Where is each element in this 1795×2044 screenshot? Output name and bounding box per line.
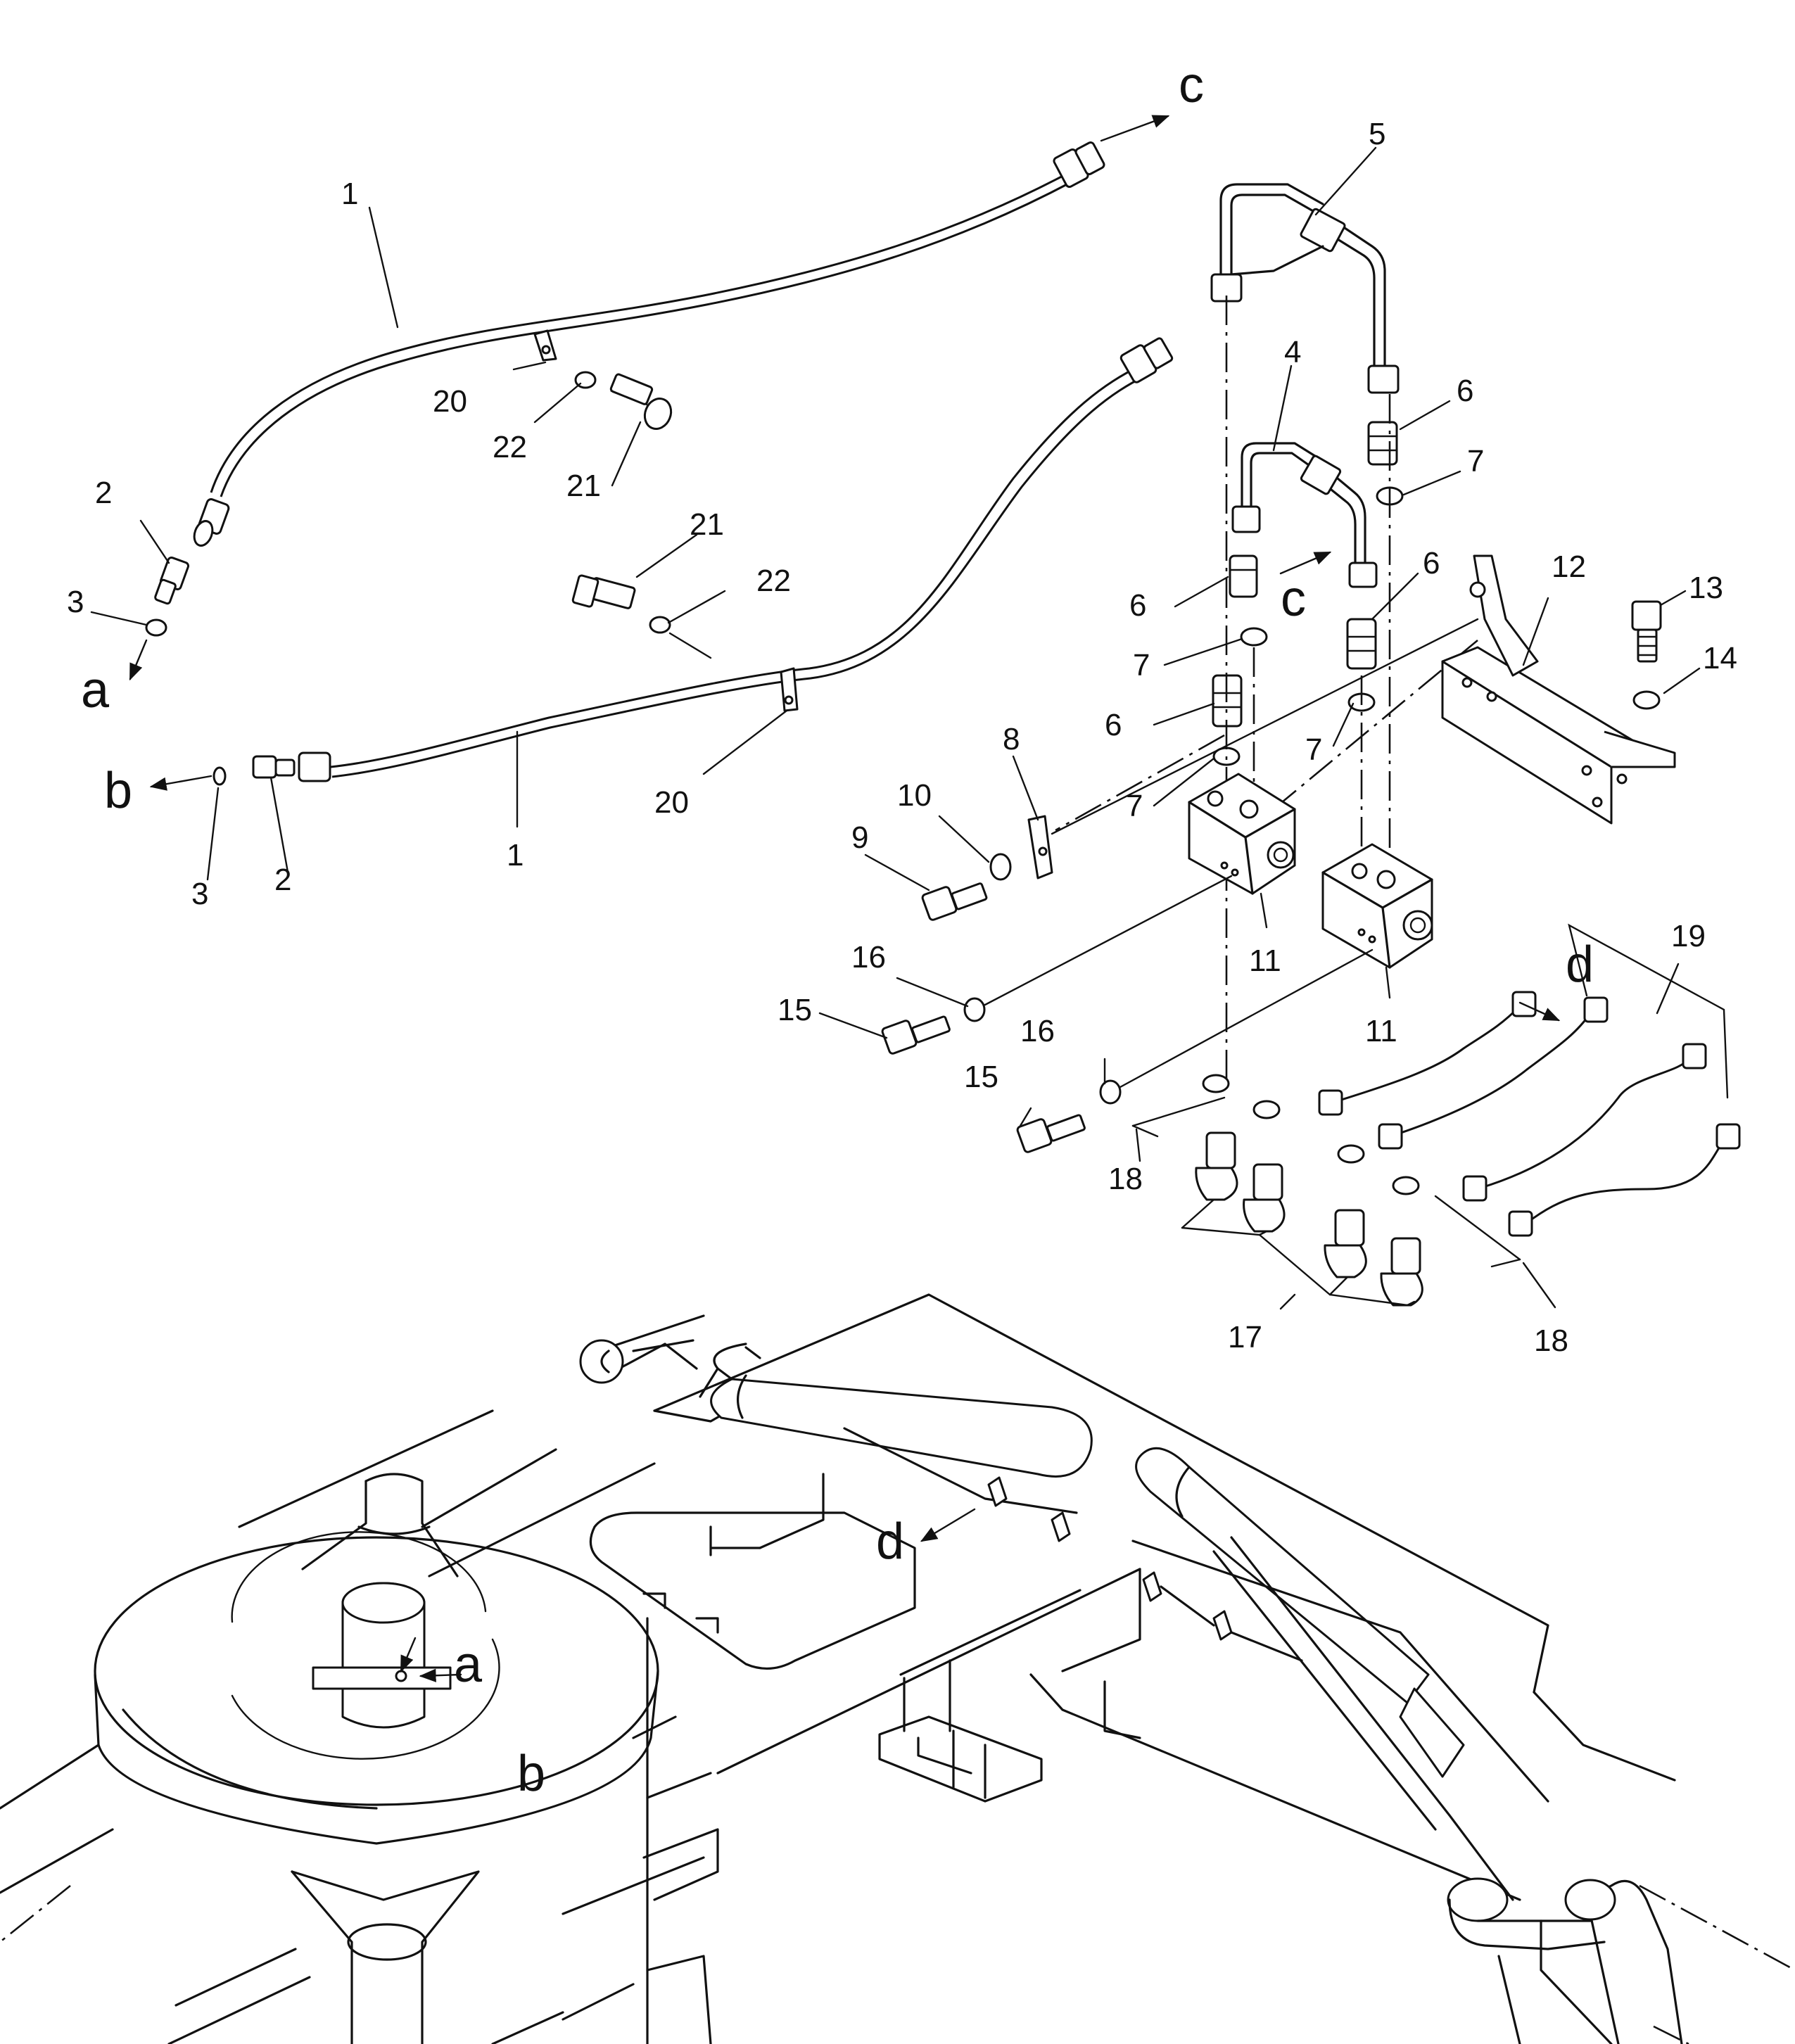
washer-16-a — [963, 997, 986, 1022]
o-ring-18-d — [1392, 1176, 1420, 1195]
callout-3-lower: 3 — [191, 877, 208, 911]
fitting-6-c — [1346, 618, 1377, 670]
connection-d-upper: d — [1566, 937, 1594, 993]
clamp-20-upper — [533, 329, 557, 362]
washer-14 — [1632, 690, 1661, 710]
callout-22-lower: 22 — [756, 564, 791, 598]
callout-15-a: 15 — [778, 993, 812, 1027]
callout-15-b: 15 — [964, 1060, 998, 1094]
elbow-17-a — [1195, 1131, 1238, 1201]
callout-6-c: 6 — [1129, 588, 1146, 623]
connection-c-upper: c — [1179, 57, 1204, 113]
cylinder-lower — [1135, 1447, 1514, 1901]
callout-13: 13 — [1689, 571, 1723, 605]
hose-upper — [193, 141, 1105, 547]
boom-pivot-hub — [579, 1339, 694, 1384]
callout-9: 9 — [851, 820, 868, 855]
callout-11-right: 11 — [1365, 1014, 1397, 1048]
hose-19-d — [1508, 1123, 1741, 1237]
hose-19-c — [1462, 1043, 1707, 1202]
o-ring-7-b — [1240, 627, 1268, 647]
washer-16-b — [1099, 1079, 1122, 1105]
bolt-13 — [1631, 600, 1662, 663]
connection-c-lower: c — [1281, 571, 1306, 627]
bolt-21-lower — [571, 574, 636, 609]
hose-lower-right-fitting — [1120, 337, 1174, 383]
callout-22-upper: 22 — [493, 430, 527, 464]
callout-7-b: 7 — [1133, 648, 1150, 683]
callout-7-c: 7 — [1305, 732, 1322, 767]
clamp-20-lower — [780, 667, 799, 712]
hose-19-a — [1318, 991, 1537, 1116]
callout-16-a: 16 — [851, 940, 886, 975]
callout-16-b: 16 — [1020, 1014, 1055, 1048]
callout-17: 17 — [1228, 1320, 1262, 1354]
callout-1-lower: 1 — [507, 838, 524, 872]
callout-21-upper: 21 — [566, 469, 601, 503]
connection-b-upper: b — [104, 763, 132, 819]
machine-frame — [238, 1293, 1676, 2044]
boom-foot — [1131, 1540, 1683, 2044]
connection-a-lower: a — [454, 1637, 483, 1693]
hose-lower-left-fitting — [252, 751, 331, 782]
callout-6-b: 6 — [1423, 546, 1440, 580]
callout-5: 5 — [1369, 117, 1385, 151]
callout-7-a: 7 — [1467, 444, 1484, 478]
callout-10: 10 — [897, 778, 932, 813]
callout-8: 8 — [1003, 722, 1020, 756]
o-ring-18-b — [1252, 1100, 1281, 1119]
callout-14: 14 — [1703, 641, 1737, 675]
hose-upper-end-fitting — [1053, 141, 1105, 189]
callout-2-upper: 2 — [95, 476, 112, 510]
callout-6-a: 6 — [1457, 374, 1473, 408]
callout-18-right: 18 — [1534, 1323, 1568, 1358]
connection-b-lower: b — [517, 1746, 545, 1802]
o-ring-3-upper — [145, 618, 167, 637]
callout-19: 19 — [1671, 919, 1706, 953]
fitting-6-a — [1367, 421, 1398, 466]
callout-20-upper: 20 — [433, 384, 467, 419]
hose-upper-left-fitting — [193, 498, 230, 547]
elbow-17-b — [1243, 1163, 1286, 1233]
callout-21-lower: 21 — [690, 507, 724, 542]
callout-3-upper: 3 — [67, 585, 84, 619]
adapter-2-upper — [154, 556, 190, 605]
callout-18-left: 18 — [1108, 1162, 1143, 1196]
valve-block-11-left — [1188, 773, 1296, 895]
o-ring-3-lower — [213, 766, 227, 786]
cylinder-upper — [699, 1342, 1093, 1542]
elbow-17-d — [1380, 1237, 1423, 1307]
tube-5 — [1210, 183, 1400, 394]
valve-block-11-right — [1321, 843, 1433, 969]
elbow-17-c — [1324, 1209, 1367, 1278]
hose-lower — [252, 337, 1174, 782]
connection-d-lower: d — [876, 1513, 904, 1570]
callout-2-lower: 2 — [274, 863, 291, 897]
o-ring-18-c — [1337, 1144, 1365, 1164]
connection-a-upper: a — [81, 662, 110, 718]
o-ring-18-a — [1202, 1074, 1230, 1093]
callout-11-left: 11 — [1249, 944, 1281, 978]
callout-7-d: 7 — [1126, 789, 1143, 823]
clamp-8 — [1027, 815, 1053, 880]
fitting-6-b — [1229, 554, 1258, 598]
callout-4: 4 — [1284, 335, 1301, 369]
hose-19-b — [1378, 996, 1609, 1150]
bolt-9 — [921, 882, 988, 921]
washer-22-lower — [649, 616, 671, 634]
callout-12: 12 — [1552, 550, 1586, 584]
callout-6-d: 6 — [1105, 708, 1122, 742]
bolt-15-b — [1016, 1114, 1086, 1153]
bracket-12 — [1441, 554, 1676, 825]
turntable — [0, 1473, 677, 2044]
tube-4 — [1231, 442, 1378, 588]
callout-1-upper: 1 — [341, 177, 358, 211]
washer-10 — [989, 853, 1012, 881]
bolt-15-a — [881, 1015, 951, 1055]
callout-20-lower: 20 — [654, 785, 689, 820]
bolt-21-upper — [609, 373, 673, 430]
